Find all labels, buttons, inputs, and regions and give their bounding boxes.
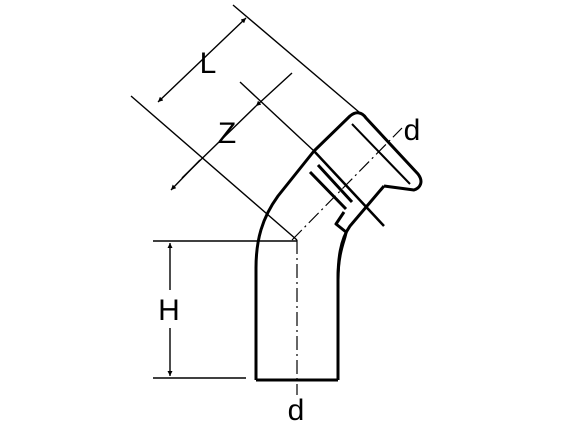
centerlines — [291, 127, 403, 395]
z-dimension-arrow-top — [255, 72, 293, 107]
socket-end — [308, 111, 423, 227]
label-z: Z — [218, 117, 236, 150]
socket-transition-right — [316, 163, 354, 204]
pipe-outer-wall — [254, 150, 316, 380]
dimension-l — [130, 4, 367, 241]
label-h: H — [158, 294, 180, 327]
l-dimension-line — [157, 17, 247, 103]
label-d-outlet: d — [404, 114, 421, 147]
label-l: L — [200, 47, 217, 80]
socket-body — [312, 111, 423, 192]
l-extension-outer — [232, 4, 367, 119]
dimension-z — [170, 72, 315, 191]
pipe-elbow — [254, 150, 348, 382]
z-dimension-arrow-bottom — [170, 159, 201, 191]
z-extension — [239, 81, 315, 152]
pipe-inner-wall-upper — [336, 185, 386, 281]
angled-centerline — [291, 127, 403, 241]
label-d-inlet: d — [288, 394, 305, 427]
socket-face — [313, 150, 385, 227]
socket-transition-left — [308, 170, 348, 211]
socket-bead-line — [351, 123, 411, 185]
dimension-h — [153, 240, 297, 379]
l-extension-inner — [130, 95, 298, 241]
